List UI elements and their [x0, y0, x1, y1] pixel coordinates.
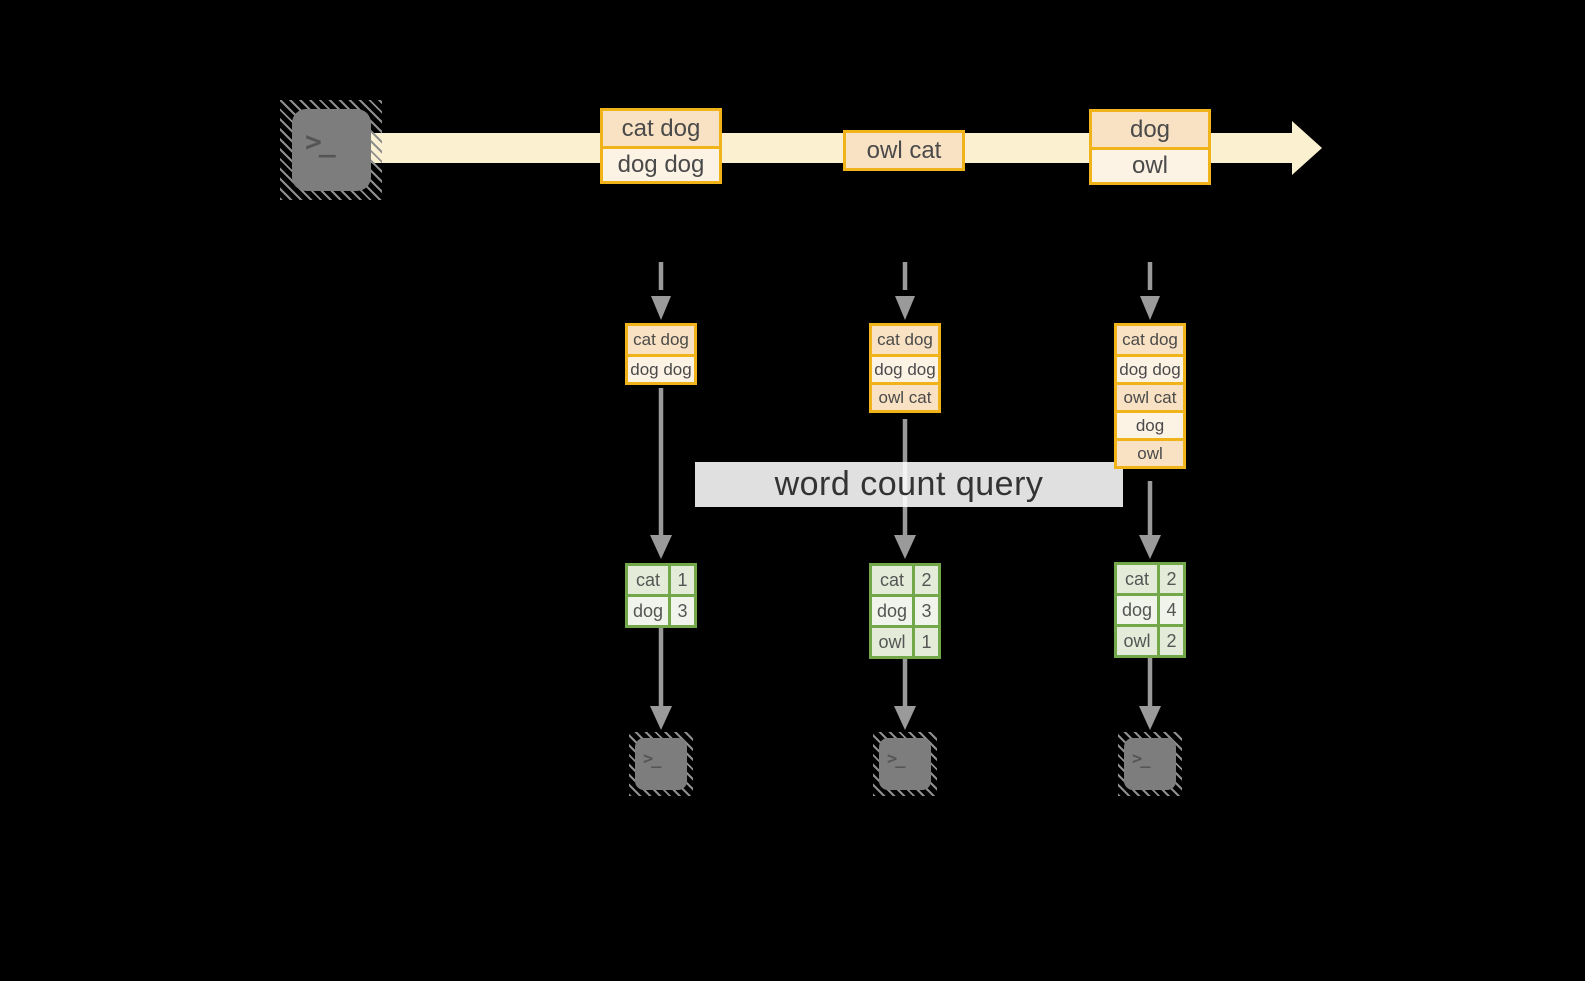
count-value-cell: 2 [1160, 565, 1183, 593]
count-word-cell: owl [872, 628, 912, 656]
sink-terminal-icon: >_ [873, 732, 937, 796]
count-word-cell: owl [1117, 627, 1157, 655]
sink-terminal-icon: >_ [1118, 732, 1182, 796]
buffer-row: dog [1117, 410, 1183, 438]
output-arrowhead-icon [894, 706, 916, 730]
ingest-arrowhead-icon [1140, 296, 1160, 320]
query-banner-label: word count query [774, 465, 1044, 503]
count-word-cell: dog [872, 597, 912, 625]
ingest-arrowhead-icon [651, 296, 671, 320]
query-arrowhead-icon [1139, 535, 1161, 559]
count-value-cell: 3 [915, 597, 938, 625]
count-value-cell: 2 [1160, 627, 1183, 655]
count-word-cell: cat [628, 566, 668, 594]
sink-terminal-icon: >_ [629, 732, 693, 796]
stream-event-box: owl cat [843, 130, 965, 171]
terminal-glyph: >_ [1124, 738, 1176, 790]
stream-arrowhead-icon [1292, 121, 1322, 175]
stream-event-row: dog [1092, 112, 1208, 147]
count-word-cell: cat [872, 566, 912, 594]
terminal-glyph: >_ [635, 738, 687, 790]
buffer-row: owl cat [872, 382, 938, 410]
query-banner: word count query [695, 462, 1123, 507]
count-value-cell: 4 [1160, 596, 1183, 624]
count-value-cell: 1 [915, 628, 938, 656]
ingest-arrowhead-icon [895, 296, 915, 320]
count-word-cell: dog [628, 597, 668, 625]
buffer-row: dog dog [1117, 354, 1183, 382]
count-value-cell: 2 [915, 566, 938, 594]
count-value-cell: 3 [671, 597, 694, 625]
buffer-row: dog dog [872, 354, 938, 382]
stream-event-row: owl [1092, 147, 1208, 182]
terminal-glyph: >_ [292, 109, 371, 191]
source-terminal-icon: >_ [280, 100, 382, 200]
count-word-cell: dog [1117, 596, 1157, 624]
stream-event-row: dog dog [603, 146, 719, 181]
stream-event-row: cat dog [603, 111, 719, 146]
buffer-row: cat dog [1117, 326, 1183, 354]
stream-event-row: owl cat [846, 133, 962, 168]
buffer-row: owl cat [1117, 382, 1183, 410]
count-value-cell: 1 [671, 566, 694, 594]
query-arrowhead-icon [894, 535, 916, 559]
output-arrowhead-icon [650, 706, 672, 730]
buffer-row: cat dog [872, 326, 938, 354]
buffer-row: dog dog [628, 354, 694, 382]
buffer-row: owl [1117, 438, 1183, 466]
query-arrowhead-icon [650, 535, 672, 559]
terminal-glyph: >_ [879, 738, 931, 790]
count-word-cell: cat [1117, 565, 1157, 593]
output-arrowhead-icon [1139, 706, 1161, 730]
buffer-row: cat dog [628, 326, 694, 354]
